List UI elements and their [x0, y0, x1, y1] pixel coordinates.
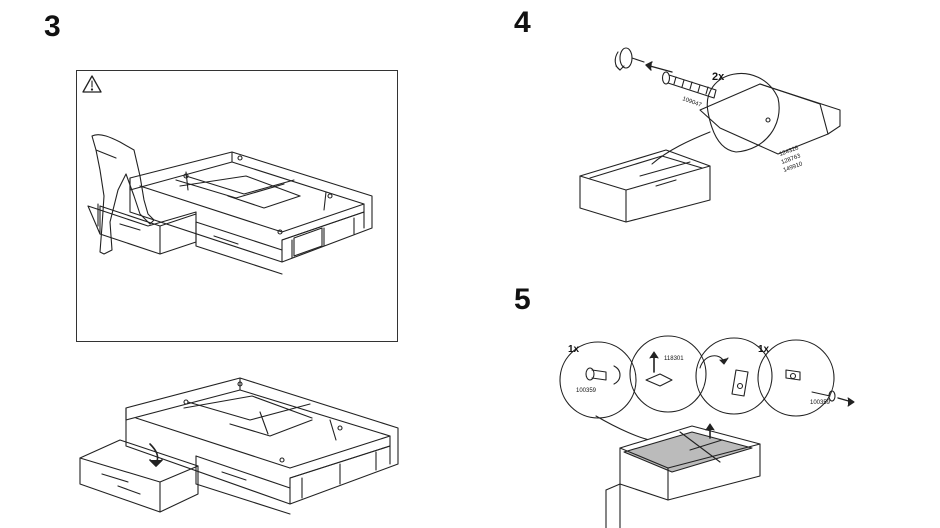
quantity-1x-right: 1x	[758, 344, 770, 355]
zoom-detail-circle	[699, 73, 841, 155]
step-number-3: 3	[44, 10, 61, 43]
screw-removed-right	[785, 369, 855, 407]
quantity-2x-label: 2x	[712, 71, 725, 83]
rotate-screwdriver-icon	[614, 47, 645, 71]
part-number-right: 100359	[810, 400, 831, 406]
lift-arrow-icon	[645, 351, 673, 387]
screw-removed-left	[585, 365, 621, 385]
drawer-pulled-step3	[87, 203, 197, 255]
quantity-1x-left: 1x	[568, 344, 580, 355]
step3-warning-panel	[76, 70, 398, 342]
part-number-mid: 118301	[664, 356, 684, 362]
part-number-left: 100359	[576, 388, 597, 394]
part-number-screw: 109047	[681, 96, 702, 109]
leader-line-step4	[651, 131, 711, 165]
part-refs-step4: 124328 128763 149910	[779, 145, 804, 174]
bed-frame-step3	[129, 151, 373, 275]
drawer-step4	[579, 149, 711, 223]
warning-triangle-icon	[82, 75, 102, 93]
step-number-4: 4	[514, 6, 531, 39]
rotate-arrow-icon	[149, 443, 163, 467]
drawer-pulled-step3-lower	[79, 439, 199, 513]
leader-line-step5	[595, 415, 651, 441]
bed-frame-step3-lower	[125, 377, 399, 515]
step-number-5: 5	[514, 283, 531, 316]
rotate-cam-icon	[699, 355, 749, 397]
drawer-step5	[605, 423, 761, 528]
insert-arrow-icon	[645, 61, 673, 73]
person-figure	[91, 134, 155, 255]
detail-circles-step5	[559, 335, 835, 419]
screw-part	[661, 71, 717, 99]
